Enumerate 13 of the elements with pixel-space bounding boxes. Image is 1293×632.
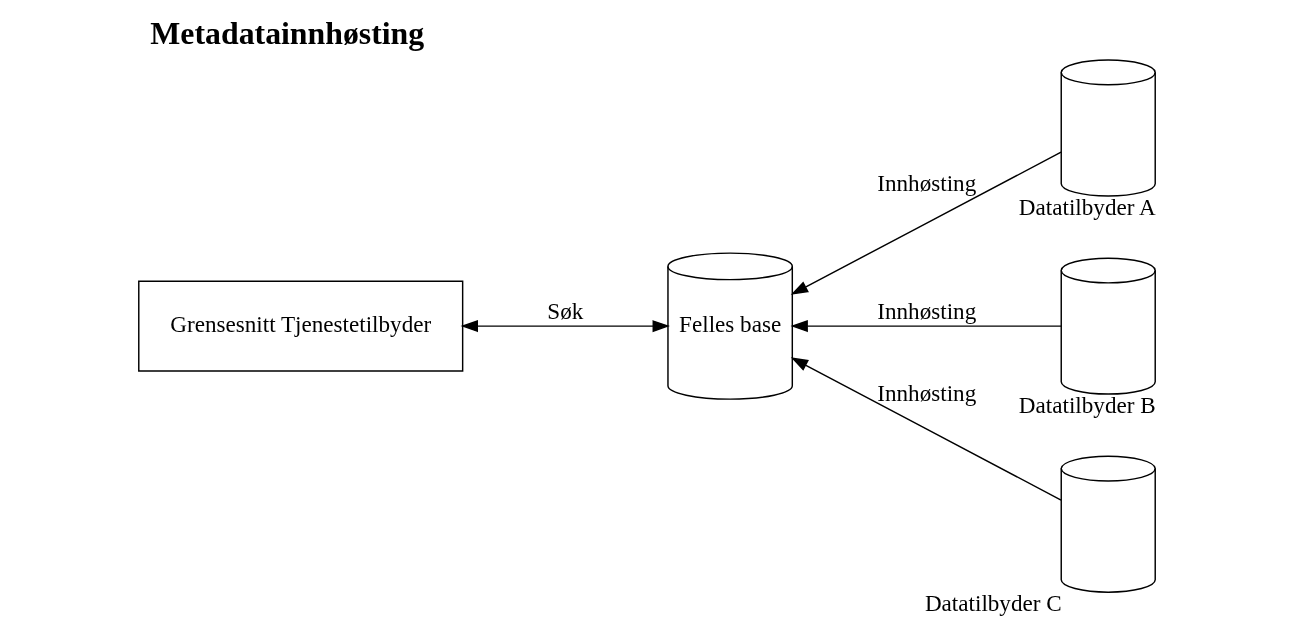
arrow xyxy=(790,320,1062,333)
node-box: Grensesnitt Tjenestetilbyder xyxy=(137,280,463,372)
diagram-title: Metadatainnhøsting xyxy=(149,15,424,51)
node-label: Datatilbyder A xyxy=(1018,193,1156,220)
arrow xyxy=(460,320,670,333)
edge-label: Innhøsting xyxy=(876,380,976,407)
node-label: Datatilbyder C xyxy=(924,589,1062,616)
arrow xyxy=(790,151,1062,295)
arrow xyxy=(790,357,1062,501)
edge-label: Innhøsting xyxy=(876,170,976,197)
edge-label: Innhøsting xyxy=(876,297,976,324)
node-label: Datatilbyder B xyxy=(1018,391,1156,418)
edge-label: Søk xyxy=(546,297,583,324)
